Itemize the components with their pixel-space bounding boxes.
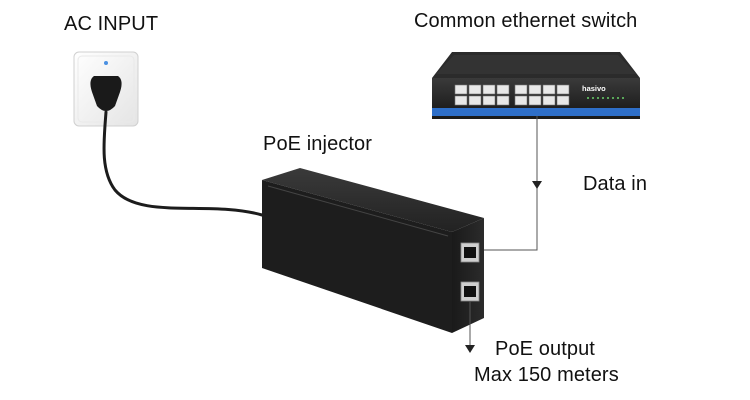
arrow-down-icon bbox=[532, 181, 542, 189]
data-in-label: Data in bbox=[583, 173, 648, 195]
switch-brand-text: hasivo bbox=[582, 84, 606, 93]
ac-input-label: AC INPUT bbox=[64, 13, 159, 35]
injector-label: PoE injector bbox=[263, 133, 373, 155]
data-in-line bbox=[480, 116, 538, 251]
switch-label: Common ethernet switch bbox=[414, 10, 638, 32]
ethernet-switch-icon: hasivo bbox=[432, 52, 640, 119]
poe-injector-icon bbox=[262, 168, 484, 333]
poe-output-label: PoE output bbox=[495, 338, 595, 360]
arrow-down-icon bbox=[465, 345, 475, 353]
rj45-port-icon bbox=[460, 281, 480, 302]
wall-outlet-icon bbox=[73, 51, 139, 127]
rj45-port-icon bbox=[460, 242, 480, 263]
max-distance-label: Max 150 meters bbox=[474, 364, 619, 386]
power-cable bbox=[102, 110, 264, 217]
